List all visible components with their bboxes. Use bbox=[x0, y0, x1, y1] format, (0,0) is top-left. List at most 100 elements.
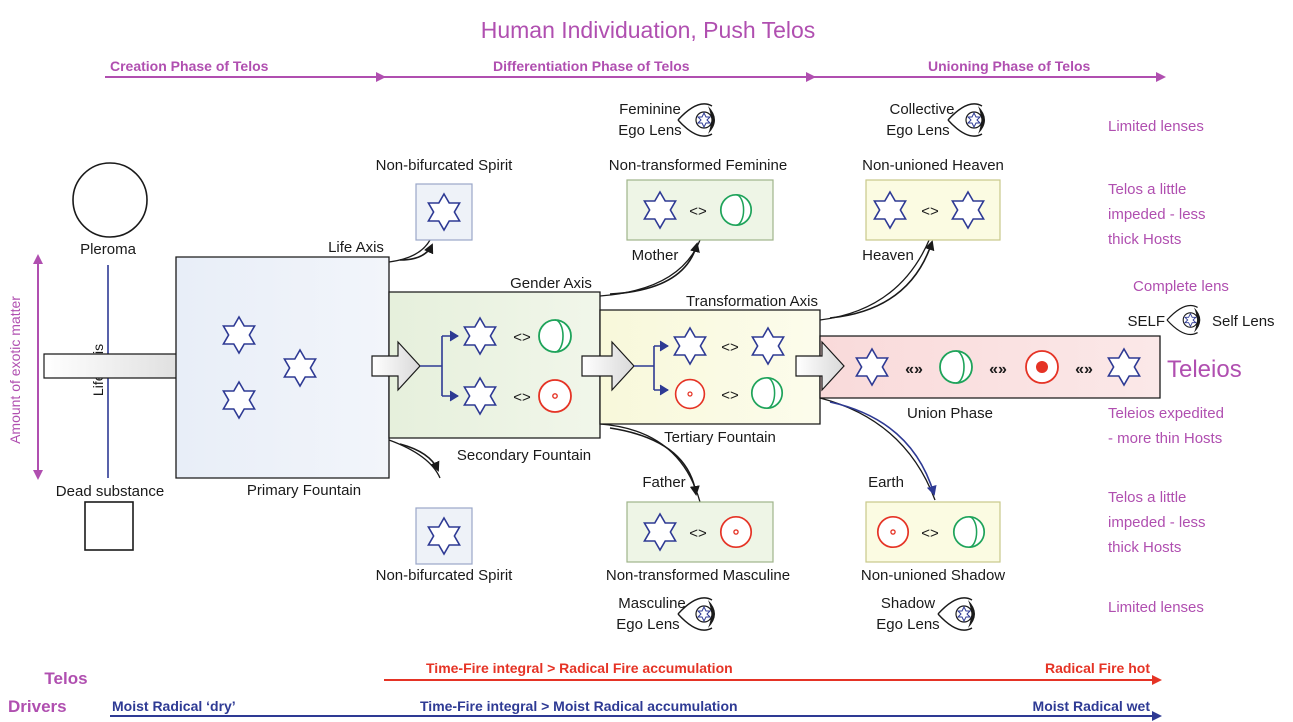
primary-fountain-region bbox=[175, 256, 390, 479]
collective-lens-line1: Collective bbox=[889, 101, 954, 118]
moist-dry-label: Moist Radical ‘dry’ bbox=[112, 698, 236, 714]
branch-tip-4 bbox=[659, 384, 669, 396]
tertiary-red-sun bbox=[674, 378, 706, 410]
moist-wet-label: Moist Radical wet bbox=[1033, 698, 1151, 714]
union-red-sun bbox=[1025, 350, 1059, 384]
arrow-to-heaven bbox=[829, 240, 935, 319]
exotic-matter-label: Amount of exotic matter bbox=[7, 296, 23, 444]
note-impeded-top-2: impeded - less bbox=[1108, 206, 1206, 223]
secondary-green-sphere bbox=[538, 319, 572, 353]
spirit-top-label: Non-bifurcated Spirit bbox=[376, 157, 514, 174]
shadow-sphere bbox=[952, 515, 986, 549]
self-label: SELF bbox=[1127, 313, 1165, 330]
phase-label-differentiation: Differentiation Phase of Telos bbox=[493, 58, 690, 74]
note-limited-bottom: Limited lenses bbox=[1108, 599, 1204, 616]
primary-fountain-label: Primary Fountain bbox=[247, 482, 361, 499]
tertiary-branch bbox=[634, 345, 668, 391]
feminine-box-label: Non-transformed Feminine bbox=[609, 157, 787, 174]
feminine-lens-line2: Ego Lens bbox=[618, 122, 681, 139]
branch-tip-3 bbox=[659, 340, 669, 352]
self-eye-icon bbox=[1166, 304, 1201, 336]
arrow-to-mother bbox=[609, 242, 700, 295]
collective-lens-line2: Ego Lens bbox=[886, 122, 949, 139]
moist-integral-label: Time-Fire integral > Moist Radical accum… bbox=[420, 698, 738, 714]
tertiary-fountain-label: Tertiary Fountain bbox=[664, 429, 776, 446]
shadow-box-label: Non-unioned Shadow bbox=[861, 567, 1005, 584]
father-label: Father bbox=[642, 474, 685, 491]
note-impeded-top-1: Telos a little bbox=[1108, 181, 1186, 198]
feminine-eye-icon bbox=[677, 103, 716, 137]
secondary-branch bbox=[420, 335, 458, 397]
union-phase-label: Union Phase bbox=[907, 405, 993, 422]
note-impeded-top-3: thick Hosts bbox=[1108, 231, 1181, 248]
fire-integral-label: Time-Fire integral > Radical Fire accumu… bbox=[426, 660, 733, 676]
pleroma-circle bbox=[72, 162, 148, 238]
note-impeded-bottom-3: thick Hosts bbox=[1108, 539, 1181, 556]
heaven-swap: <> bbox=[921, 203, 939, 220]
secondary-fountain-flow bbox=[388, 439, 441, 479]
heaven-label: Heaven bbox=[862, 247, 914, 264]
secondary-fountain-region bbox=[388, 291, 601, 439]
stage-arrow-3 bbox=[795, 340, 845, 392]
transformation-axis-label: Transformation Axis bbox=[686, 293, 818, 310]
shadow-eye-icon bbox=[937, 597, 976, 631]
secondary-red-sun bbox=[538, 379, 572, 413]
tertiary-swap-1: <> bbox=[721, 339, 739, 356]
union-swap-1: «» bbox=[905, 361, 923, 378]
union-region bbox=[819, 335, 1161, 399]
earth-label: Earth bbox=[868, 474, 904, 491]
mother-label: Mother bbox=[632, 247, 679, 264]
self-lens-label: Self Lens bbox=[1212, 313, 1275, 330]
secondary-swap-2: <> bbox=[513, 389, 531, 406]
masculine-lens-line2: Ego Lens bbox=[616, 616, 679, 633]
dead-substance-label: Dead substance bbox=[56, 483, 164, 500]
union-swap-2: «» bbox=[989, 361, 1007, 378]
pleroma-label: Pleroma bbox=[80, 241, 137, 258]
note-impeded-bottom-2: impeded - less bbox=[1108, 514, 1206, 531]
secondary-fountain-label: Secondary Fountain bbox=[457, 447, 591, 464]
feminine-lens-line1: Feminine bbox=[619, 101, 681, 118]
shadow-lens-line1: Shadow bbox=[881, 595, 935, 612]
arrow-to-earth bbox=[829, 401, 937, 496]
shadow-swap: <> bbox=[921, 525, 939, 542]
arrow-to-spirit-bottom bbox=[399, 443, 440, 472]
arrow-to-spirit-top bbox=[399, 243, 434, 261]
gender-axis-label: Gender Axis bbox=[510, 275, 592, 292]
branch-tip-1 bbox=[449, 330, 459, 342]
union-swap-3: «» bbox=[1075, 361, 1093, 378]
shadow-sun bbox=[876, 515, 910, 549]
masculine-swap: <> bbox=[689, 525, 707, 542]
union-green-sphere bbox=[939, 350, 973, 384]
masculine-sun bbox=[719, 515, 753, 549]
stage-arrow-1 bbox=[371, 340, 421, 392]
stage-arrow-2 bbox=[581, 340, 635, 392]
feminine-sphere bbox=[719, 193, 753, 227]
tertiary-swap-2: <> bbox=[721, 387, 739, 404]
note-impeded-bottom-1: Telos a little bbox=[1108, 489, 1186, 506]
telos-label: Telos bbox=[44, 669, 87, 688]
life-axis-label: Life Axis bbox=[328, 239, 384, 256]
phase-label-creation: Creation Phase of Telos bbox=[110, 58, 269, 74]
drivers-label: Drivers bbox=[8, 697, 67, 716]
masculine-lens-line1: Masculine bbox=[618, 595, 686, 612]
spirit-bottom-label: Non-bifurcated Spirit bbox=[376, 567, 514, 584]
teleios-label: Teleios bbox=[1167, 356, 1242, 383]
feminine-swap: <> bbox=[689, 203, 707, 220]
note-expedited-1: Teleios expedited bbox=[1108, 405, 1224, 422]
page-title: Human Individuation, Push Telos bbox=[481, 17, 816, 43]
note-expedited-2: - more thin Hosts bbox=[1108, 430, 1222, 447]
heaven-box-label: Non-unioned Heaven bbox=[862, 157, 1004, 174]
secondary-swap-1: <> bbox=[513, 329, 531, 346]
fire-hot-label: Radical Fire hot bbox=[1045, 660, 1150, 676]
tertiary-green-sphere bbox=[750, 376, 784, 410]
branch-tip-2 bbox=[449, 390, 459, 402]
shadow-lens-line2: Ego Lens bbox=[876, 616, 939, 633]
phase-label-unioning: Unioning Phase of Telos bbox=[928, 58, 1091, 74]
masculine-box-label: Non-transformed Masculine bbox=[606, 567, 790, 584]
complete-lens-label: Complete lens bbox=[1133, 278, 1229, 295]
dead-substance-square bbox=[84, 501, 134, 551]
life-axis-flow bbox=[388, 239, 431, 263]
arrow-to-father bbox=[609, 427, 700, 496]
note-limited-top: Limited lenses bbox=[1108, 118, 1204, 135]
